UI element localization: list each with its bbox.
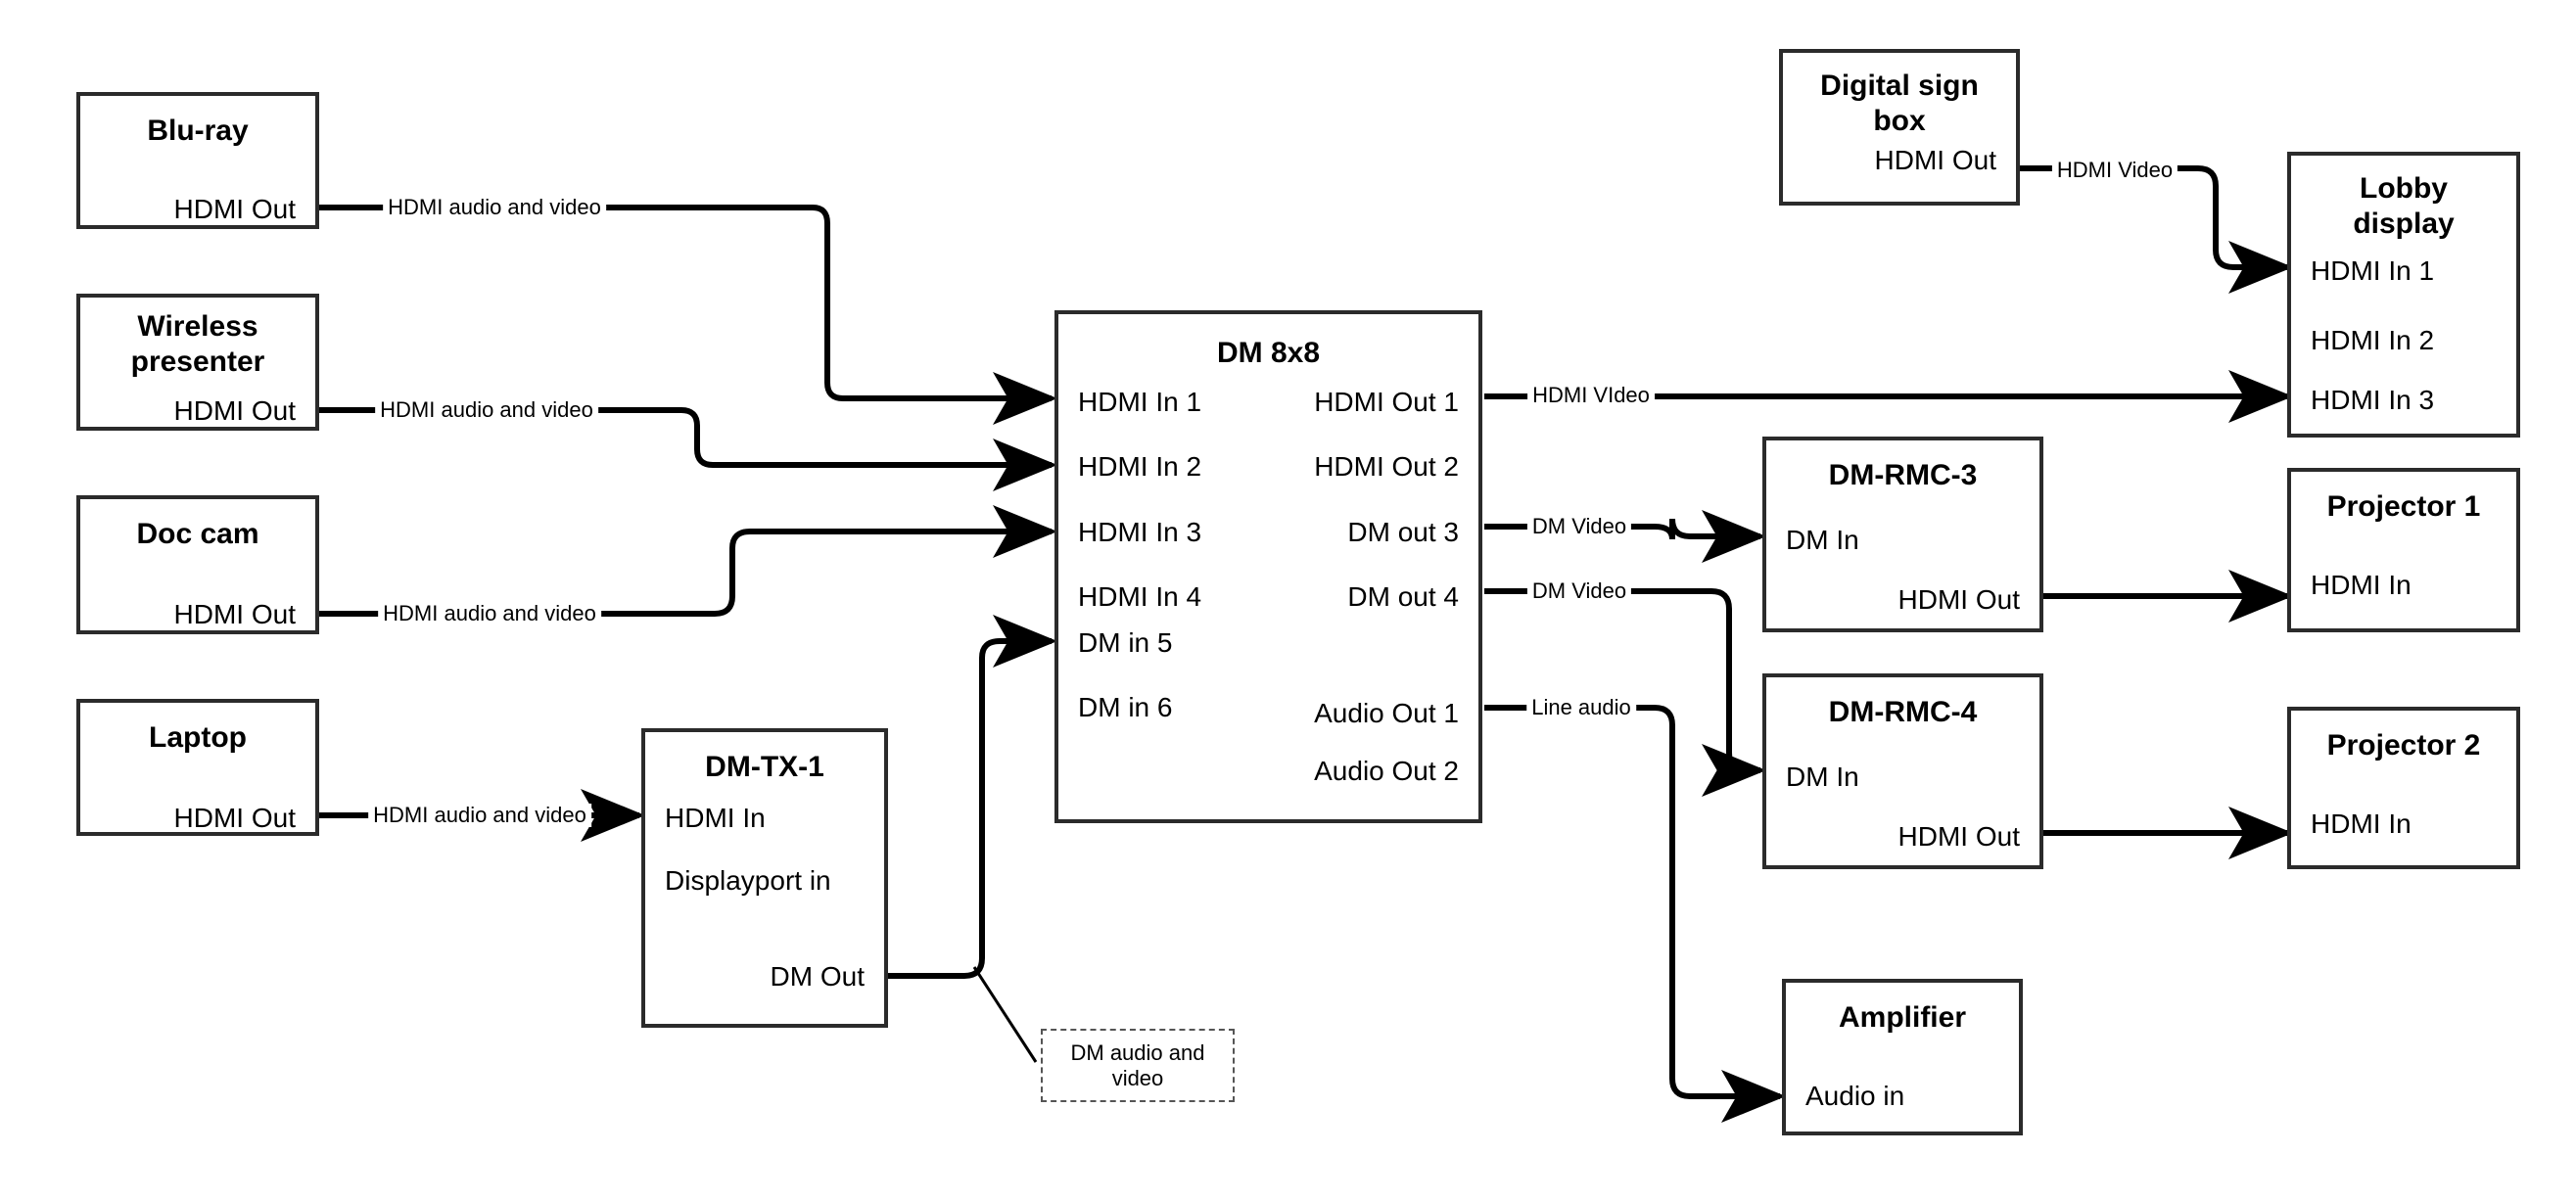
note-line-1: DM audio and <box>1070 1039 1205 1065</box>
node-doc-cam-title: Doc cam <box>136 518 259 550</box>
port-amplifier-audio-in[interactable]: Audio in <box>1805 1081 1905 1111</box>
port-lobby-display-hdmi-in-1[interactable]: HDMI In 1 <box>2311 255 2435 286</box>
wire-label-laptop: HDMI audio and video <box>368 804 591 827</box>
note-line-2: video <box>1111 1065 1164 1090</box>
node-wireless-presenter[interactable]: Wireless presenter HDMI Out <box>76 294 319 431</box>
port-bluray-hdmi-out[interactable]: HDMI Out <box>173 194 296 224</box>
port-dm-8x8-dm-in-6[interactable]: DM in 6 <box>1078 692 1173 722</box>
port-dm-8x8-hdmi-out-1[interactable]: HDMI Out 1 <box>1314 387 1459 417</box>
port-projector-2-hdmi-in[interactable]: HDMI In <box>2311 808 2412 839</box>
port-dm-tx-1-dm-out[interactable]: DM Out <box>770 961 865 992</box>
node-digital-sign-box-title-line2: box <box>1873 105 1926 137</box>
node-dm-rmc-4[interactable]: DM-RMC-4 DM In HDMI Out <box>1762 673 2043 869</box>
wire-label-dm-out4: DM Video <box>1526 579 1632 603</box>
port-dm-8x8-dm-in-5[interactable]: DM in 5 <box>1078 627 1173 658</box>
port-dm-8x8-hdmi-in-2[interactable]: HDMI In 2 <box>1078 451 1202 482</box>
wire-label-doc-cam: HDMI audio and video <box>378 602 601 625</box>
port-dm-8x8-hdmi-out-2[interactable]: HDMI Out 2 <box>1314 451 1459 482</box>
port-laptop-hdmi-out[interactable]: HDMI Out <box>173 803 296 833</box>
port-dm-tx-1-hdmi-in[interactable]: HDMI In <box>665 803 766 833</box>
node-digital-sign-box[interactable]: Digital sign box HDMI Out <box>1779 49 2020 206</box>
wire-label-sign-to-lobby: HDMI Video <box>2051 159 2178 182</box>
wire-label-bluray: HDMI audio and video <box>383 196 606 219</box>
node-amplifier-title: Amplifier <box>1838 1001 1967 1034</box>
port-lobby-display-hdmi-in-3[interactable]: HDMI In 3 <box>2311 385 2435 415</box>
node-laptop-title: Laptop <box>149 721 247 754</box>
port-dm-rmc-4-hdmi-out[interactable]: HDMI Out <box>1897 821 2020 852</box>
node-projector-1-title: Projector 1 <box>2326 490 2481 523</box>
node-dm-8x8[interactable]: DM 8x8 HDMI In 1 HDMI In 2 HDMI In 3 HDM… <box>1054 310 1482 823</box>
port-dm-8x8-audio-out-2[interactable]: Audio Out 2 <box>1314 756 1459 786</box>
port-dm-8x8-hdmi-in-1[interactable]: HDMI In 1 <box>1078 387 1202 417</box>
port-dm-rmc-3-hdmi-out[interactable]: HDMI Out <box>1897 584 2020 615</box>
node-laptop[interactable]: Laptop HDMI Out <box>76 699 319 836</box>
node-projector-2[interactable]: Projector 2 HDMI In <box>2287 707 2520 869</box>
callout-leader-dm-audio-video <box>972 966 1038 1063</box>
node-bluray-title: Blu-ray <box>147 115 249 147</box>
node-projector-1[interactable]: Projector 1 HDMI In <box>2287 468 2520 632</box>
node-digital-sign-box-title-line1: Digital sign <box>1820 69 1979 102</box>
node-dm-rmc-4-title: DM-RMC-4 <box>1828 696 1978 728</box>
wire-dmtx1-to-dm8x8-in5 <box>888 615 1057 979</box>
port-lobby-display-hdmi-in-2[interactable]: HDMI In 2 <box>2311 325 2435 355</box>
port-dm-8x8-hdmi-in-4[interactable]: HDMI In 4 <box>1078 581 1202 612</box>
wire-label-wireless-presenter: HDMI audio and video <box>375 398 598 422</box>
node-amplifier[interactable]: Amplifier Audio in <box>1782 979 2023 1135</box>
wire-label-hdmi-out1: HDMI VIdeo <box>1527 384 1655 407</box>
node-dm-rmc-3-title: DM-RMC-3 <box>1828 459 1978 491</box>
wire-dm8x8-audioout1-to-amplifier <box>1484 705 1786 1123</box>
port-dm-8x8-audio-out-1[interactable]: Audio Out 1 <box>1314 698 1459 728</box>
node-dm-rmc-3[interactable]: DM-RMC-3 DM In HDMI Out <box>1762 437 2043 632</box>
wire-dm8x8-out4-to-rmc4 <box>1484 588 1766 797</box>
port-dm-rmc-4-dm-in[interactable]: DM In <box>1786 762 1859 792</box>
port-dm-8x8-dm-out-3[interactable]: DM out 3 <box>1347 517 1459 547</box>
wire-bluray-to-dm8x8-in1 <box>319 205 1057 425</box>
port-dm-tx-1-displayport-in[interactable]: Displayport in <box>665 865 831 896</box>
port-wireless-presenter-hdmi-out[interactable]: HDMI Out <box>173 395 296 426</box>
port-dm-rmc-3-dm-in[interactable]: DM In <box>1786 525 1859 555</box>
port-projector-1-hdmi-in[interactable]: HDMI In <box>2311 570 2412 600</box>
port-dm-8x8-dm-out-4[interactable]: DM out 4 <box>1347 581 1459 612</box>
node-dm-tx-1[interactable]: DM-TX-1 HDMI In Displayport in DM Out <box>641 728 888 1028</box>
node-projector-2-title: Projector 2 <box>2326 729 2481 762</box>
node-lobby-display[interactable]: Lobby display HDMI In 1 HDMI In 2 HDMI I… <box>2287 152 2520 438</box>
port-dm-8x8-hdmi-in-3[interactable]: HDMI In 3 <box>1078 517 1202 547</box>
node-wireless-presenter-title-line1: Wireless <box>137 310 258 343</box>
wire-label-dm-out3: DM Video <box>1526 515 1632 538</box>
node-lobby-display-title-line1: Lobby <box>2360 172 2448 205</box>
node-dm-tx-1-title: DM-TX-1 <box>705 751 824 783</box>
port-digital-sign-box-hdmi-out[interactable]: HDMI Out <box>1874 145 1996 175</box>
port-doc-cam-hdmi-out[interactable]: HDMI Out <box>173 599 296 629</box>
node-wireless-presenter-title-line2: presenter <box>130 346 265 378</box>
node-doc-cam[interactable]: Doc cam HDMI Out <box>76 495 319 634</box>
node-lobby-display-title-line2: display <box>2353 208 2455 240</box>
node-dm-8x8-title: DM 8x8 <box>1216 337 1321 369</box>
note-dm-audio-and-video: DM audio and video <box>1041 1029 1235 1102</box>
node-bluray[interactable]: Blu-ray HDMI Out <box>76 92 319 229</box>
wire-signbox-to-lobby-in1 <box>2020 165 2293 294</box>
wire-label-line-audio: Line audio <box>1526 696 1636 719</box>
